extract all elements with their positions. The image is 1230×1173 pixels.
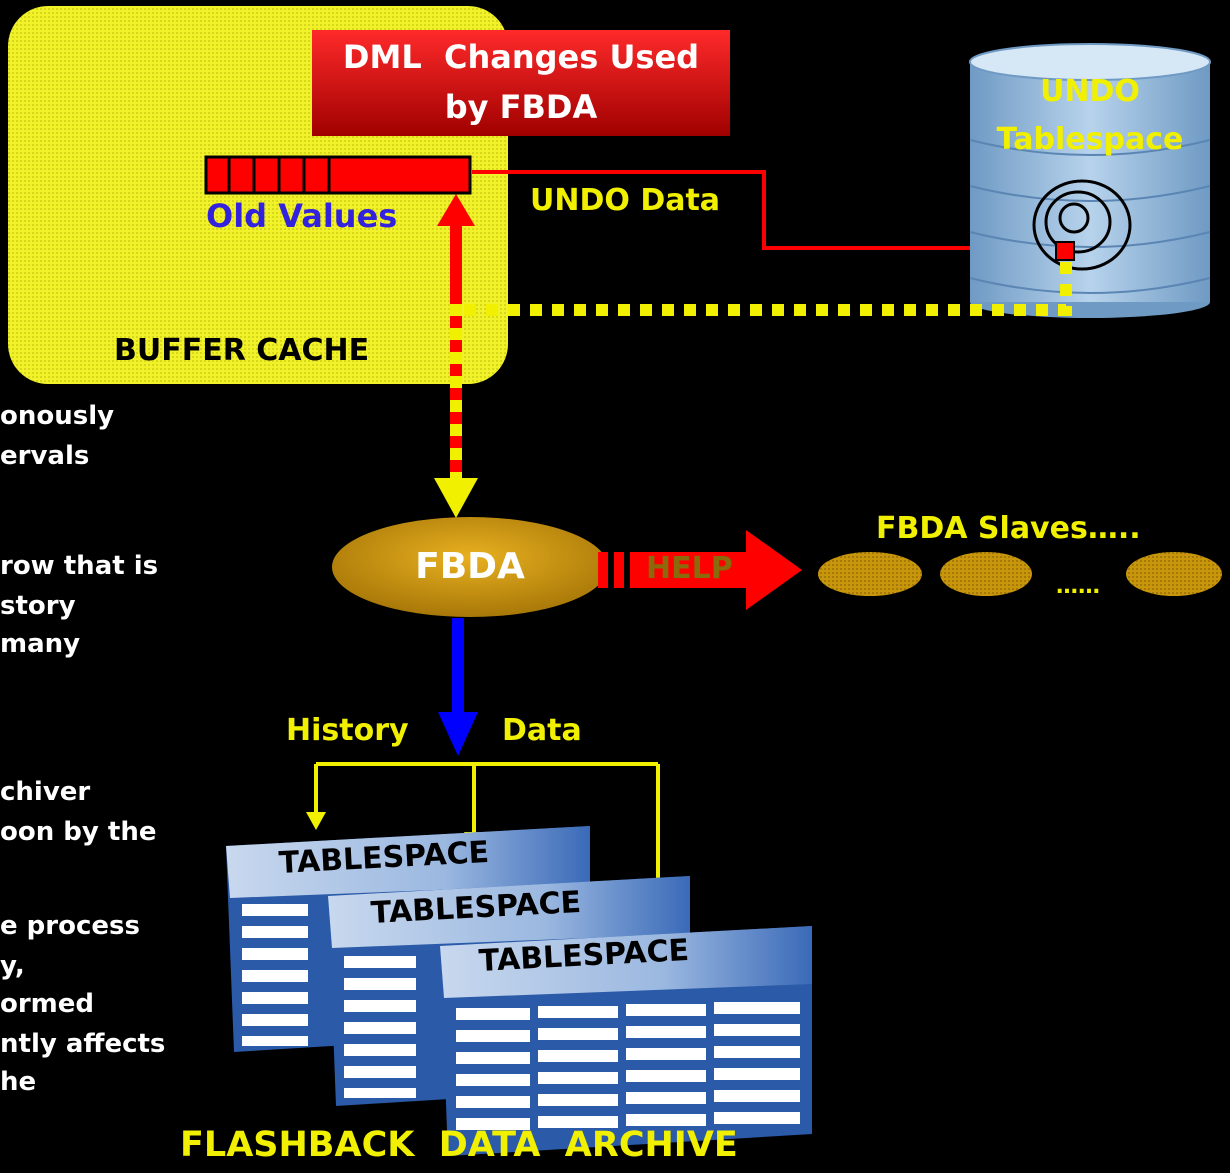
left-fragment-10: ormed: [0, 989, 95, 1019]
buffer-cache-label: BUFFER CACHE: [114, 333, 370, 368]
old-values-label: Old Values: [206, 197, 398, 235]
left-fragment-9: y,: [0, 951, 25, 981]
undo-label: UNDO: [1040, 74, 1140, 109]
arrow-down-head: [434, 478, 478, 518]
left-fragment-3: row that is: [0, 551, 159, 581]
distribution-lines: [314, 762, 660, 888]
fbda-slave-1: [818, 552, 922, 596]
left-fragment-4: story: [0, 591, 76, 621]
undo-ring-icon: [1032, 179, 1132, 271]
tablespace-label: Tablespace: [996, 122, 1184, 157]
fbda-slave-3: [1126, 552, 1222, 596]
undo-block-marker: [1055, 241, 1075, 261]
help-arrow: [598, 530, 802, 610]
title-line-1: DML Changes Used: [342, 38, 700, 76]
left-fragment-12: he: [0, 1067, 37, 1097]
undo-to-fbda-dotted: [456, 262, 1072, 316]
left-fragment-7: oon by the: [0, 817, 157, 847]
flashback-archive-label: FLASHBACK DATA ARCHIVE: [180, 1125, 738, 1165]
history-arrow-head: [438, 712, 478, 756]
fbda-label: FBDA: [415, 546, 525, 587]
left-fragment-2: ervals: [0, 441, 90, 471]
fbda-process: [332, 517, 608, 617]
old-values-bar: [204, 155, 472, 195]
left-fragment-6: chiver: [0, 777, 91, 807]
arrow-up-head: [437, 194, 475, 226]
history-label: History: [286, 713, 409, 748]
help-label: HELP: [646, 551, 733, 586]
fbda-slaves-label: FBDA Slaves…..: [876, 511, 1141, 546]
undo-data-label: UNDO Data: [530, 183, 721, 218]
left-fragment-8: e process: [0, 911, 140, 941]
slaves-ellipsis: ……: [1056, 574, 1100, 599]
left-fragment-11: ntly affects: [0, 1029, 166, 1059]
title-line-2: by FBDA: [444, 88, 598, 126]
fbda-slave-2: [940, 552, 1032, 596]
title-box: [312, 30, 730, 136]
data-label: Data: [502, 713, 582, 748]
left-fragment-5: many: [0, 629, 81, 659]
undo-data-line: [472, 170, 1040, 250]
left-fragment-1: onously: [0, 401, 115, 431]
